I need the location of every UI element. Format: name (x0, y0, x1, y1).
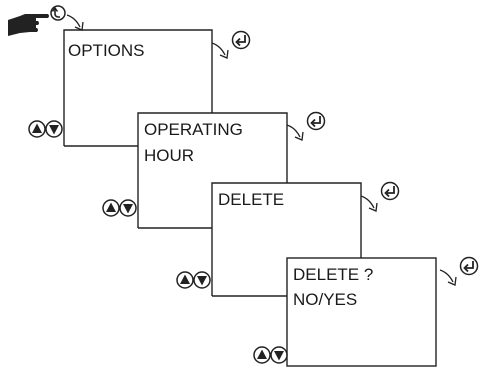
up-button-icon[interactable] (102, 199, 120, 217)
back-arrow-icon[interactable] (50, 5, 66, 21)
screen-frame (286, 257, 437, 367)
up-button-icon[interactable] (28, 120, 46, 138)
down-button-icon[interactable] (270, 346, 288, 364)
screen-line-1: OPERATING (144, 120, 243, 139)
enter-return-icon[interactable] (459, 256, 479, 276)
down-button-icon[interactable] (193, 271, 211, 289)
down-button-icon[interactable] (119, 199, 137, 217)
curved-arrow-icon (211, 42, 229, 59)
screen-frame (211, 182, 362, 296)
enter-return-icon[interactable] (306, 111, 326, 131)
down-button-icon[interactable] (45, 120, 63, 138)
screen-title: OPTIONS (68, 41, 145, 60)
screen-delete-confirm: DELETE ? NO/YES (286, 257, 437, 367)
curved-arrow-icon (66, 14, 84, 31)
enter-return-icon[interactable] (231, 30, 251, 50)
screen-line-2: HOUR (144, 146, 194, 165)
screen-frame (63, 29, 213, 146)
up-button-icon[interactable] (176, 271, 194, 289)
up-button-icon[interactable] (253, 346, 271, 364)
screen-frame (137, 112, 288, 228)
screen-operating-hour: OPERATING HOUR (137, 112, 288, 229)
screen-delete: DELETE (211, 182, 362, 297)
hand-pointer-icon (8, 14, 49, 36)
screen-line-1: DELETE ? (293, 265, 373, 284)
screen-line-2: NO/YES (293, 290, 357, 309)
curved-arrow-icon (286, 124, 304, 141)
curved-arrow-icon (439, 269, 457, 286)
curved-arrow-icon (360, 195, 378, 212)
enter-return-icon[interactable] (380, 181, 400, 201)
screen-options: OPTIONS (63, 29, 213, 147)
screen-title: DELETE (218, 190, 284, 209)
